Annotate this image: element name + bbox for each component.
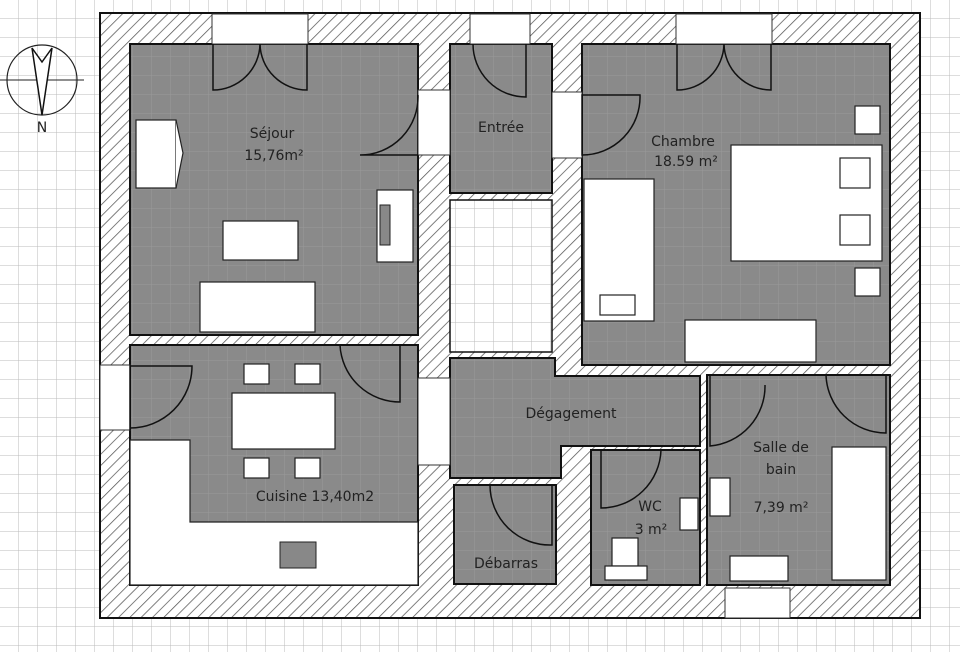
room-label-wc: WC [638, 499, 662, 515]
furniture [135, 105, 887, 582]
stove-icon [279, 541, 317, 569]
room-label-chambre: Chambre [651, 134, 715, 150]
doors [129, 43, 887, 546]
compass-icon: N [0, 44, 84, 136]
stairwell [449, 199, 553, 353]
room-area-wc: 3 m² [635, 522, 668, 538]
room-label-debarras: Débarras [474, 556, 538, 572]
room-entree [449, 43, 553, 194]
room-label-sdb: Salle de [753, 440, 809, 456]
room-label-sdb-2: bain [766, 462, 796, 478]
kitchen-counter [129, 439, 419, 586]
room-label-cuisine: Cuisine 13,40m2 [256, 489, 374, 505]
room-area-sdb: 7,39 m² [754, 500, 809, 516]
room-label-degagement: Dégagement [526, 406, 617, 422]
room-area-chambre: 18.59 m² [654, 154, 718, 170]
windows [99, 13, 791, 619]
room-degagement [449, 357, 701, 479]
room-debarras [453, 484, 557, 585]
room-label-entree: Entrée [478, 120, 524, 136]
room-label-sejour: Séjour [250, 126, 295, 142]
room-area-sejour: 15,76m² [244, 148, 303, 164]
compass-label: N [37, 120, 47, 136]
